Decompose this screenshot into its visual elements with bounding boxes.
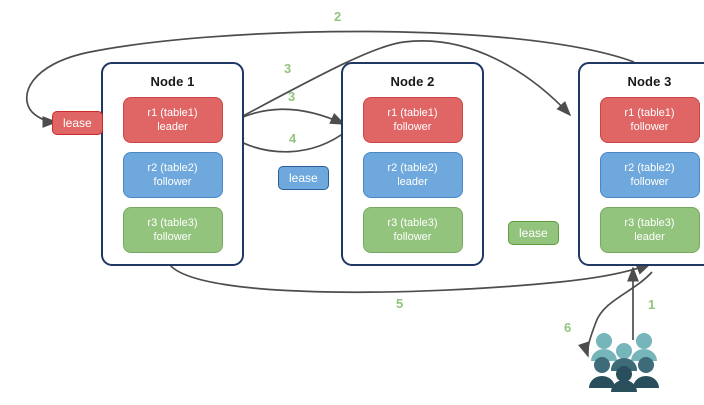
node-1-title: Node 1 xyxy=(150,74,195,89)
node-3-replica-r3[interactable]: r3 (table3) leader xyxy=(599,207,700,253)
node-1-replica-r1-name: r1 (table1) xyxy=(147,107,198,119)
users-group-icon xyxy=(589,333,659,392)
node-3-title: Node 3 xyxy=(627,74,672,89)
node-1-replica-r2-name: r2 (table2) xyxy=(147,162,198,174)
lease-badge-r1-label: lease xyxy=(63,116,92,130)
step-label-6: 6 xyxy=(564,320,572,335)
lease-badge-r3-label: lease xyxy=(519,226,548,240)
node-2-replica-r2[interactable]: r2 (table2) leader xyxy=(362,152,463,198)
node-2-title: Node 2 xyxy=(390,74,435,89)
node-1-replica-r3-name: r3 (table3) xyxy=(147,217,198,229)
node-3-replica-r2-name: r2 (table2) xyxy=(624,162,675,174)
node-2-replica-r2-name: r2 (table2) xyxy=(387,162,438,174)
node-2-replica-r3-name: r3 (table3) xyxy=(387,217,438,229)
node-1-replica-r1-role: leader xyxy=(157,121,188,133)
node-1-replica-r1[interactable]: r1 (table1) leader xyxy=(122,97,223,143)
node-2-replica-r3[interactable]: r3 (table3) follower xyxy=(362,207,463,253)
node-2-replica-r1[interactable]: r1 (table1) follower xyxy=(362,97,463,143)
node-2-replica-r2-role: leader xyxy=(397,176,428,188)
node-3[interactable]: Node 3 r1 (table1) follower r2 (table2) … xyxy=(578,62,704,266)
node-2-replica-r3-role: follower xyxy=(393,231,432,243)
step-label-1: 1 xyxy=(648,297,656,312)
node-1-replica-r3-role: follower xyxy=(153,231,192,243)
node-3-replica-r3-role: leader xyxy=(634,231,665,243)
node-3-replica-r1-role: follower xyxy=(630,121,669,133)
node-3-replica-r3-name: r3 (table3) xyxy=(624,217,675,229)
lease-badge-r2[interactable]: lease xyxy=(278,166,329,190)
lease-badge-r2-label: lease xyxy=(289,171,318,185)
node-2-replica-r1-role: follower xyxy=(393,121,432,133)
step-label-5: 5 xyxy=(396,296,404,311)
step-label-2: 2 xyxy=(334,9,342,24)
lease-badge-r3[interactable]: lease xyxy=(508,221,559,245)
node-3-replica-r1[interactable]: r1 (table1) follower xyxy=(599,97,700,143)
node-1-replica-r2-role: follower xyxy=(153,176,192,188)
node-1-replica-r2[interactable]: r2 (table2) follower xyxy=(122,152,223,198)
node-3-replica-r2[interactable]: r2 (table2) follower xyxy=(599,152,700,198)
node-3-replica-r1-name: r1 (table1) xyxy=(624,107,675,119)
node-2[interactable]: Node 2 r1 (table1) follower r2 (table2) … xyxy=(341,62,484,266)
node-1[interactable]: Node 1 r1 (table1) leader r2 (table2) fo… xyxy=(101,62,244,266)
edge-step-5 xyxy=(169,263,652,294)
node-2-replica-r1-name: r1 (table1) xyxy=(387,107,438,119)
node-3-replica-r2-role: follower xyxy=(630,176,669,188)
step-label-3-lower: 3 xyxy=(288,89,296,104)
step-label-3-upper: 3 xyxy=(284,61,292,76)
step-label-4: 4 xyxy=(289,131,297,146)
lease-badge-r1[interactable]: lease xyxy=(52,111,103,135)
node-1-replica-r3[interactable]: r3 (table3) follower xyxy=(122,207,223,253)
